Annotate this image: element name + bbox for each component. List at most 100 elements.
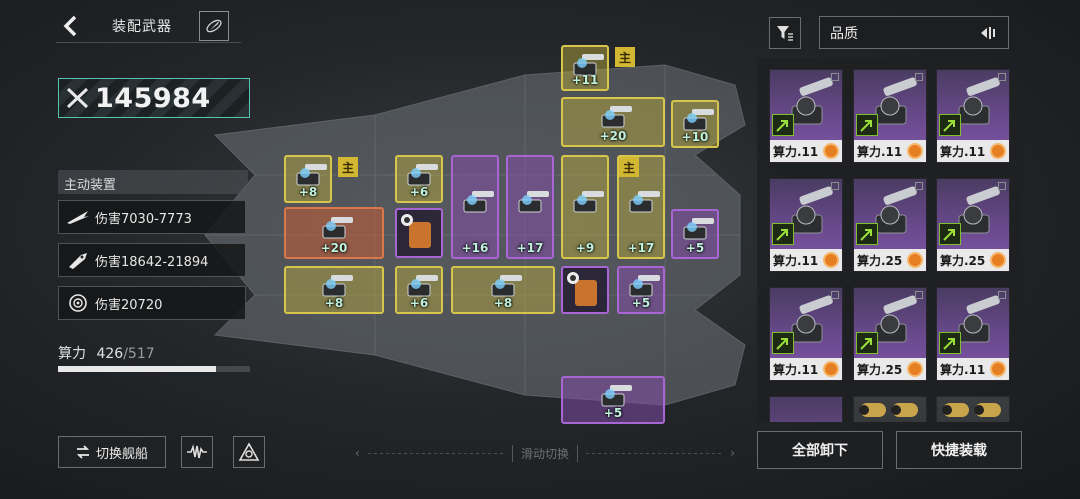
combat-power-panel: 145984 (58, 78, 250, 118)
compute-bar-fill (58, 366, 217, 372)
equipment-slot[interactable]: +8 (284, 266, 384, 314)
select-checkbox[interactable] (915, 291, 923, 299)
equipment-slot[interactable]: +8 (451, 266, 555, 314)
inventory-card[interactable]: 算力.11 (853, 69, 927, 163)
select-checkbox[interactable] (915, 73, 923, 81)
inventory-card-partial[interactable] (853, 396, 927, 422)
active-device-1-text: 伤害7030-7773 (95, 211, 192, 227)
quick-equip-button[interactable]: 快捷装载 (896, 431, 1022, 469)
slot-level: +11 (571, 73, 599, 87)
turret-icon (407, 164, 438, 186)
upgrade-arrows-icon (939, 332, 961, 354)
weapon-turret-icon (791, 186, 833, 234)
turret-icon (683, 109, 714, 131)
compute-cost: 算力.11 (773, 362, 819, 377)
upgrade-arrows-icon (939, 114, 961, 136)
device-slot[interactable] (561, 266, 609, 314)
inventory-card[interactable]: 算力.11 (769, 178, 843, 272)
equipment-slot[interactable]: +17 (506, 155, 554, 259)
upgrade-arrows-icon (772, 332, 794, 354)
slot-level: +9 (575, 241, 595, 255)
turret-icon (491, 275, 522, 297)
inventory-card[interactable]: 算力.11 (936, 69, 1010, 163)
turret-icon (322, 217, 353, 239)
turret-icon (601, 385, 632, 407)
slot-level: +6 (409, 185, 429, 199)
device-slot[interactable] (395, 208, 443, 258)
formation-button[interactable] (233, 436, 265, 468)
inventory-card[interactable]: 算力.25 (853, 178, 927, 272)
select-checkbox[interactable] (998, 73, 1006, 81)
back-button[interactable] (58, 12, 84, 40)
card-footer: 算力.11 (854, 140, 926, 162)
inventory-card[interactable]: 算力.25 (853, 287, 927, 381)
active-device-2[interactable]: 伤害18642-21894 (58, 243, 246, 277)
slot-level: +8 (324, 296, 344, 310)
ammo-module-icon (401, 214, 431, 248)
waveform-button[interactable] (181, 436, 213, 468)
select-checkbox[interactable] (831, 73, 839, 81)
equipment-slot[interactable]: +9 (561, 155, 609, 259)
select-checkbox[interactable] (998, 291, 1006, 299)
slot-level: +17 (627, 241, 655, 255)
compute-coin-icon (907, 252, 923, 268)
turret-icon (296, 164, 327, 186)
select-checkbox[interactable] (831, 182, 839, 190)
weapon-turret-icon (958, 77, 1000, 125)
upgrade-arrows-icon (856, 223, 878, 245)
card-footer: 算力.25 (854, 249, 926, 271)
unload-all-button[interactable]: 全部卸下 (757, 431, 883, 469)
inventory-card-partial[interactable] (769, 396, 843, 422)
compute-bar (58, 366, 250, 372)
active-device-3[interactable]: 伤害20720 (58, 286, 246, 320)
main-weapon-tag: 主 (619, 157, 639, 177)
compute-separator: / (123, 346, 128, 362)
compute-total: 517 (127, 346, 155, 362)
equipment-slot[interactable]: +10 (671, 100, 719, 148)
weapon-turret-icon (875, 186, 917, 234)
switch-ship-button[interactable]: 切换舰船 (58, 436, 166, 468)
select-checkbox[interactable] (915, 182, 923, 190)
slot-level: +20 (320, 241, 348, 255)
equipment-slot[interactable]: +5 (561, 376, 665, 424)
compute-coin-icon (823, 252, 839, 268)
slot-level: +6 (409, 296, 429, 310)
active-device-1[interactable]: 伤害7030-7773 (58, 200, 246, 234)
equipment-slot[interactable]: +8 (284, 155, 332, 203)
swap-arrows-icon (76, 445, 90, 459)
main-weapon-tag: 主 (615, 47, 635, 67)
inventory-card-partial[interactable] (936, 396, 1010, 422)
weapon-turret-icon (958, 186, 1000, 234)
select-checkbox[interactable] (998, 182, 1006, 190)
equipment-slot[interactable]: +5 (671, 209, 719, 259)
card-footer: 算力.25 (937, 249, 1009, 271)
inventory-card[interactable]: 算力.25 (936, 178, 1010, 272)
turret-icon (322, 275, 353, 297)
quality-sort-label: 品质 (830, 25, 858, 42)
inventory-card[interactable]: 算力.11 (769, 69, 843, 163)
active-devices-title: 主动装置 (58, 170, 248, 194)
compute-cost: 算力.11 (773, 253, 819, 268)
turret-icon (463, 191, 494, 213)
equipment-slot[interactable]: +20 (284, 207, 384, 259)
quick-equip-label: 快捷装载 (931, 443, 987, 459)
select-checkbox[interactable] (831, 291, 839, 299)
ship-view-button[interactable] (199, 11, 229, 41)
card-footer: 算力.11 (770, 249, 842, 271)
compute-cost: 算力.11 (773, 144, 819, 159)
equipment-slot[interactable]: +20 (561, 97, 665, 147)
inventory-card[interactable]: 算力.11 (769, 287, 843, 381)
swipe-left-chevron-icon: ‹ (355, 446, 360, 460)
equipment-slot[interactable]: +11 (561, 45, 609, 91)
equipment-slot[interactable]: +16 (451, 155, 499, 259)
equipment-slot[interactable]: +6 (395, 266, 443, 314)
equipment-slot[interactable]: +6 (395, 155, 443, 203)
inventory-card[interactable]: 算力.11 (936, 287, 1010, 381)
filter-button[interactable] (769, 17, 801, 49)
slot-level: +17 (516, 241, 544, 255)
equipment-slot[interactable]: +5 (617, 266, 665, 314)
turret-icon (601, 106, 632, 128)
active-device-2-text: 伤害18642-21894 (95, 254, 209, 270)
quality-sort-select[interactable]: 品质 (819, 16, 1009, 49)
twin-cannon-icon (859, 403, 918, 417)
